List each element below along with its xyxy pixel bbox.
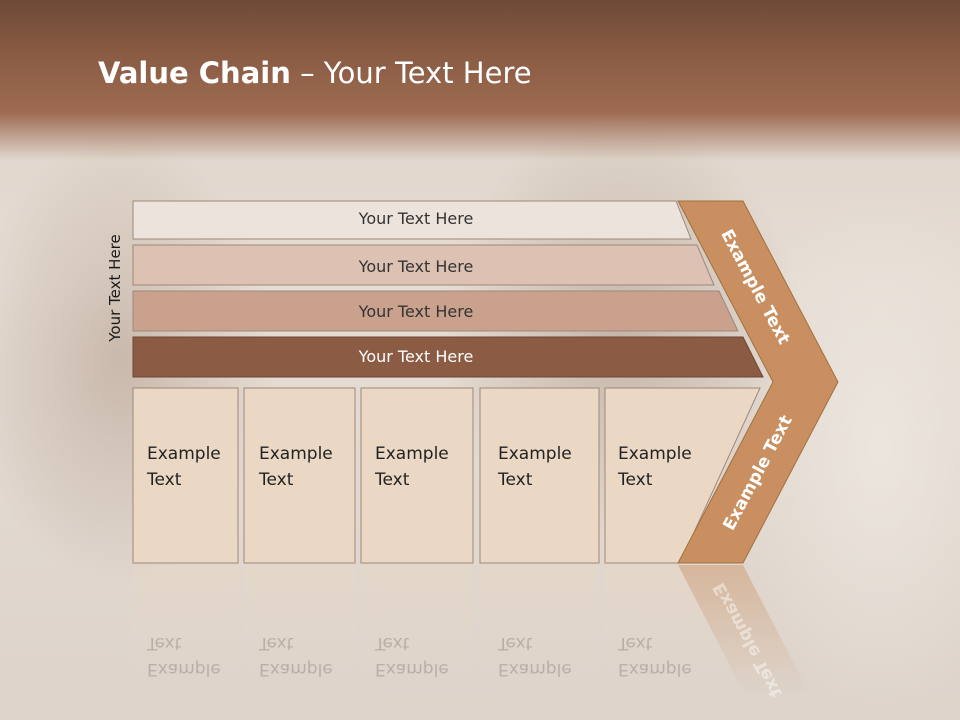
box-4-reflection-text: Example Text [498, 633, 572, 679]
box-1-label: Example Text [147, 444, 221, 490]
row-2-label: Your Text Here [358, 257, 474, 276]
box-reflection [244, 565, 355, 695]
row-4-bar [132, 336, 764, 378]
row-3-bar [132, 290, 739, 332]
box-2 [243, 387, 356, 564]
title-rest: – Your Text Here [290, 56, 532, 90]
box-reflection [480, 565, 599, 695]
arrow-reflection [678, 565, 810, 695]
box-2-reflection-text: Example Text [259, 633, 333, 679]
row-1-label: Your Text Here [358, 209, 474, 228]
box-5-reflection-text: Example Text [618, 633, 692, 679]
box-1 [132, 387, 239, 564]
box-4-label: Example Text [498, 444, 572, 490]
header-band [0, 0, 960, 160]
box-5-label: Example Text [618, 444, 692, 490]
title-bold: Value Chain [98, 56, 291, 90]
row-3-label: Your Text Here [358, 302, 474, 321]
row-4-label: Your Text Here [358, 347, 474, 366]
slide-title: Value Chain – Your Text Here [98, 56, 532, 90]
row-1-bar [132, 200, 692, 240]
box-4 [479, 387, 600, 564]
box-reflection [361, 565, 473, 695]
box-reflection [605, 565, 740, 695]
box-3-label: Example Text [375, 444, 449, 490]
box-2-label: Example Text [259, 444, 333, 490]
box-3 [360, 387, 474, 564]
chevron-arrow [677, 200, 839, 564]
box-reflection [133, 565, 238, 695]
row-2-bar [132, 244, 715, 286]
box-1-reflection-text: Example Text [147, 633, 221, 679]
box-3-reflection-text: Example Text [375, 633, 449, 679]
